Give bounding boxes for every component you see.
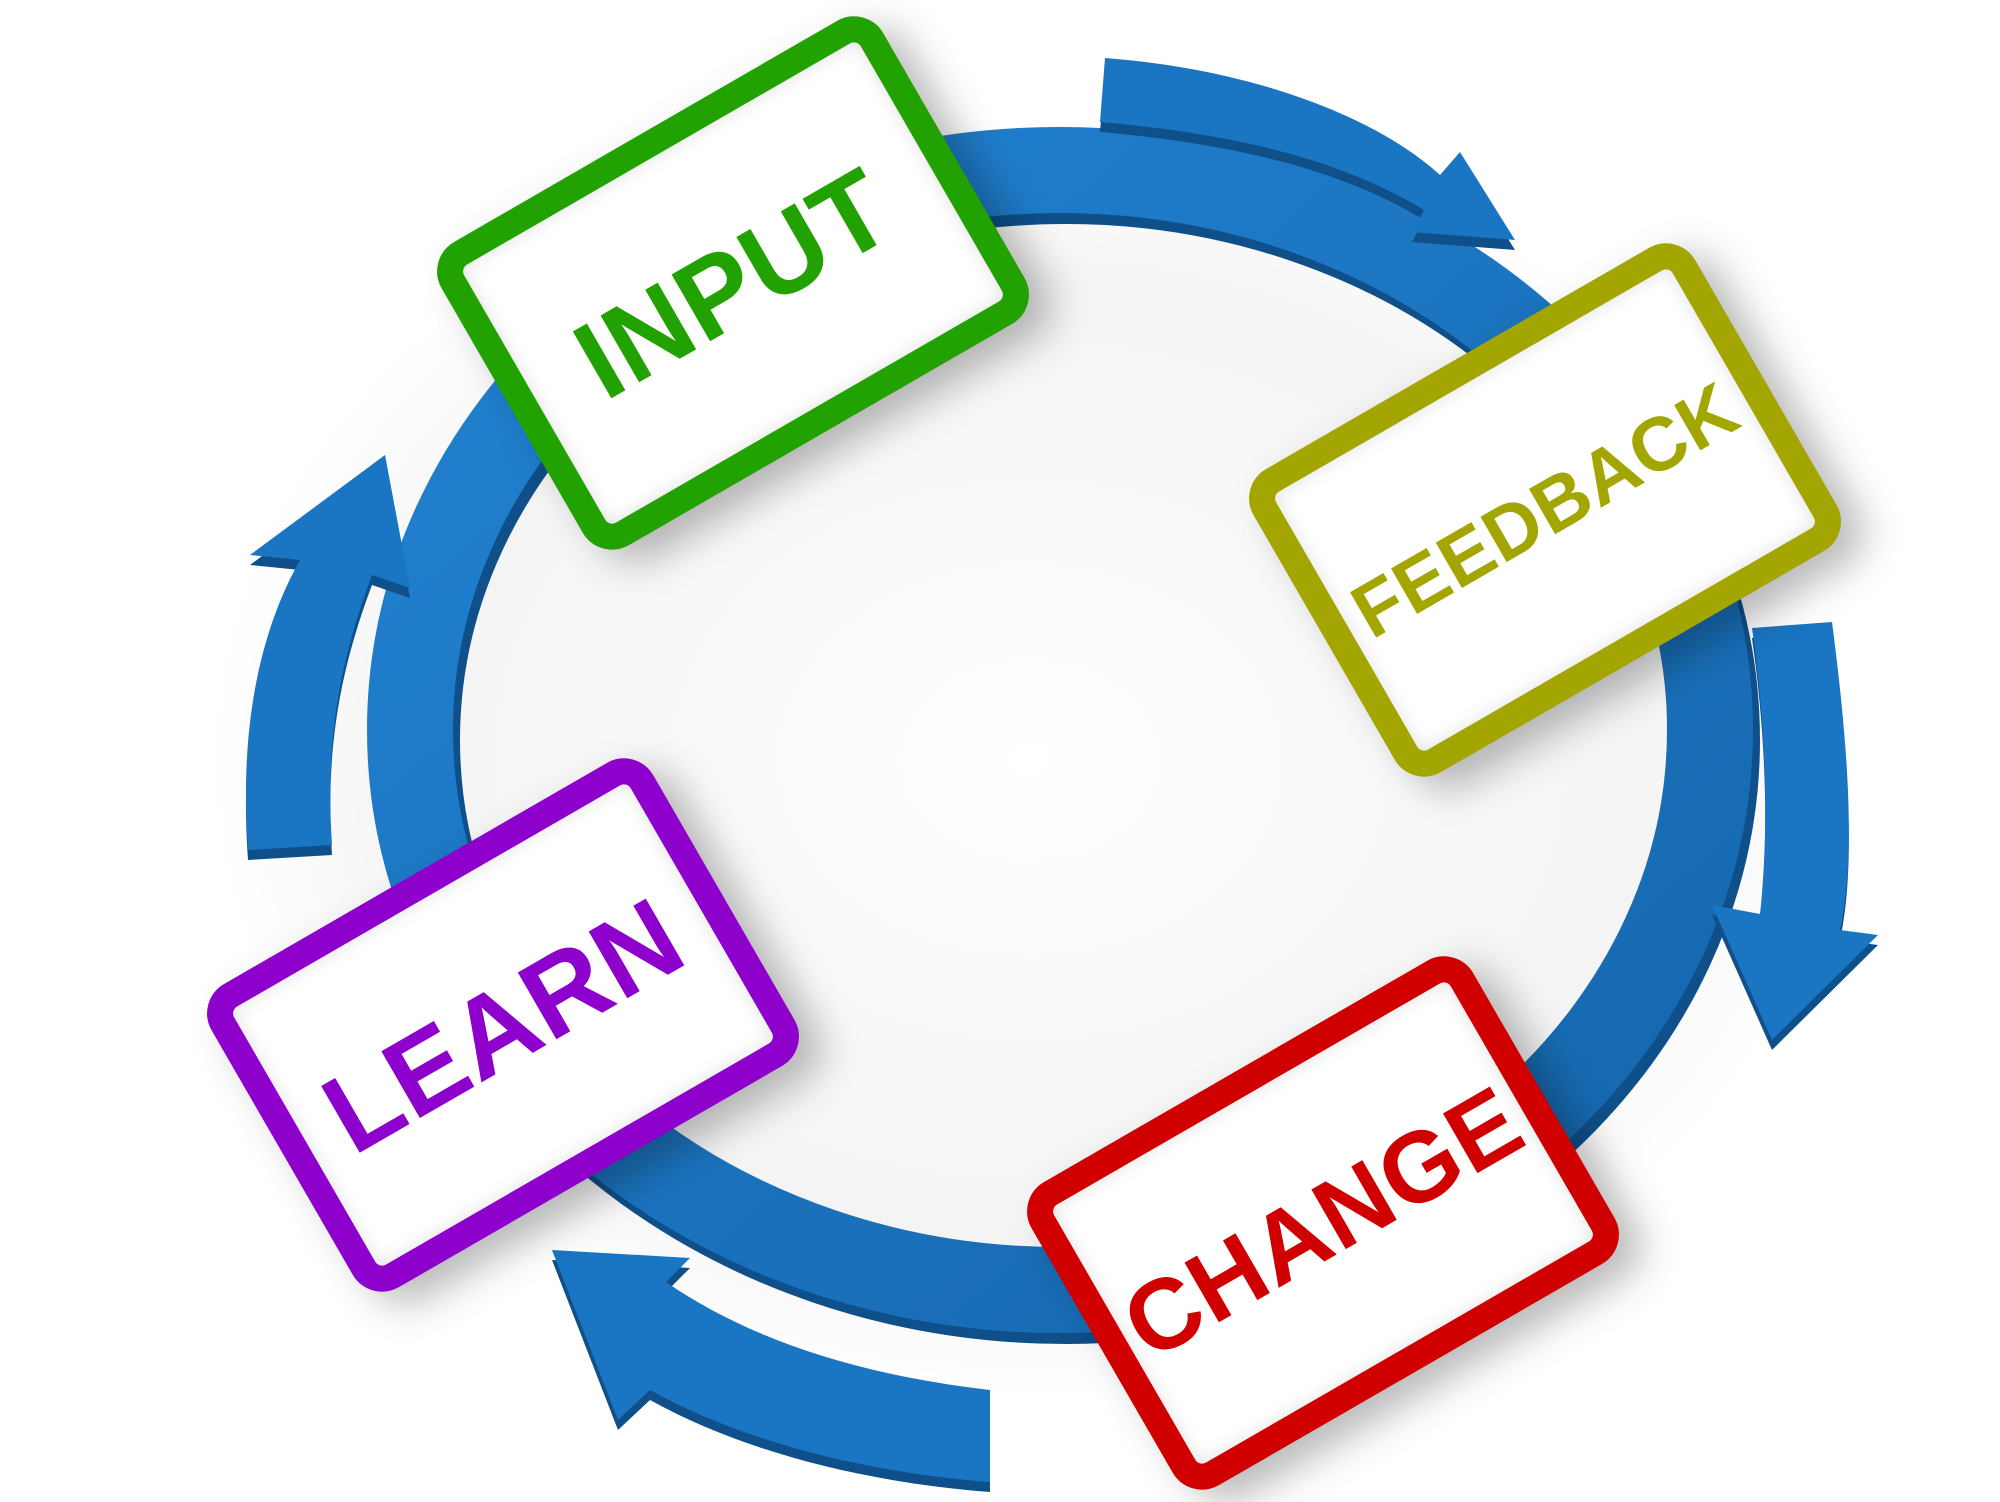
arrow-learn-to-input	[245, 455, 410, 860]
arrow-change-to-learn	[552, 1250, 990, 1492]
arrow-input-to-feedback	[1100, 58, 1515, 250]
stage-label-input: INPUT	[554, 143, 912, 423]
stage-label-change: CHANGE	[1104, 1064, 1541, 1381]
arrow-feedback-to-change	[1712, 622, 1878, 1050]
cycle-ring	[367, 127, 1760, 1344]
stage-label-learn: LEARN	[302, 873, 704, 1177]
stage-label-feedback: FEEDBACK	[1337, 365, 1753, 655]
